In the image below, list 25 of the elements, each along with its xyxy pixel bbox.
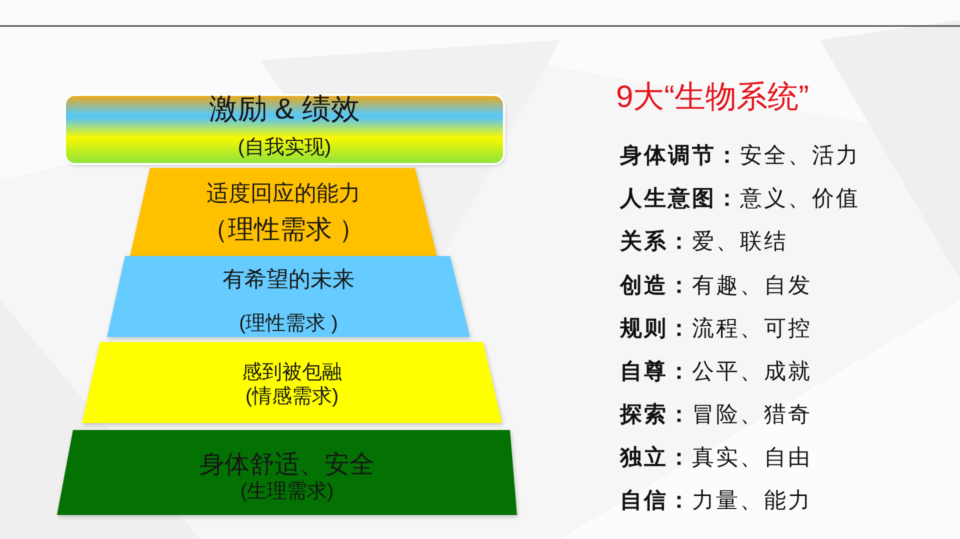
tier-heading: 激励 & 绩效 <box>208 93 360 127</box>
tier-subtitle: (生理需求) <box>240 480 334 504</box>
list-item: 创造：有趣、自发 <box>620 272 812 298</box>
list-item: 独立：真实、自由 <box>620 444 812 470</box>
tier-subtitle: (情感需求) <box>245 386 339 408</box>
pyramid-tier <box>66 96 503 163</box>
list-item: 身体调节：安全、活力 <box>620 142 860 168</box>
list-heading: 9大“生物系统” <box>616 79 809 115</box>
list-item: 规则：流程、可控 <box>620 315 812 341</box>
pyramid-tier <box>57 430 517 515</box>
pyramid-tier <box>82 342 502 423</box>
tier-heading: 适度回应的能力 <box>206 180 360 206</box>
tier-subtitle: （理性需求 ） <box>202 215 366 245</box>
tier-heading: 感到被包融 <box>242 362 342 384</box>
tier-heading: 身体舒适、安全 <box>200 450 374 480</box>
list-item: 探索：冒险、猎奇 <box>620 401 812 427</box>
list-item: 自信：力量、能力 <box>620 487 812 513</box>
pyramid-tier <box>107 256 470 337</box>
tier-subtitle: (自我实现) <box>238 136 332 160</box>
list-item: 人生意图：意义、价值 <box>620 185 860 211</box>
list-item: 自尊：公平、成就 <box>620 358 812 384</box>
tier-heading: 有希望的未来 <box>222 266 354 292</box>
tier-subtitle: (理性需求 ) <box>239 312 338 336</box>
pyramid-tier <box>130 168 437 256</box>
list-item: 关系：爱、联结 <box>620 228 788 254</box>
